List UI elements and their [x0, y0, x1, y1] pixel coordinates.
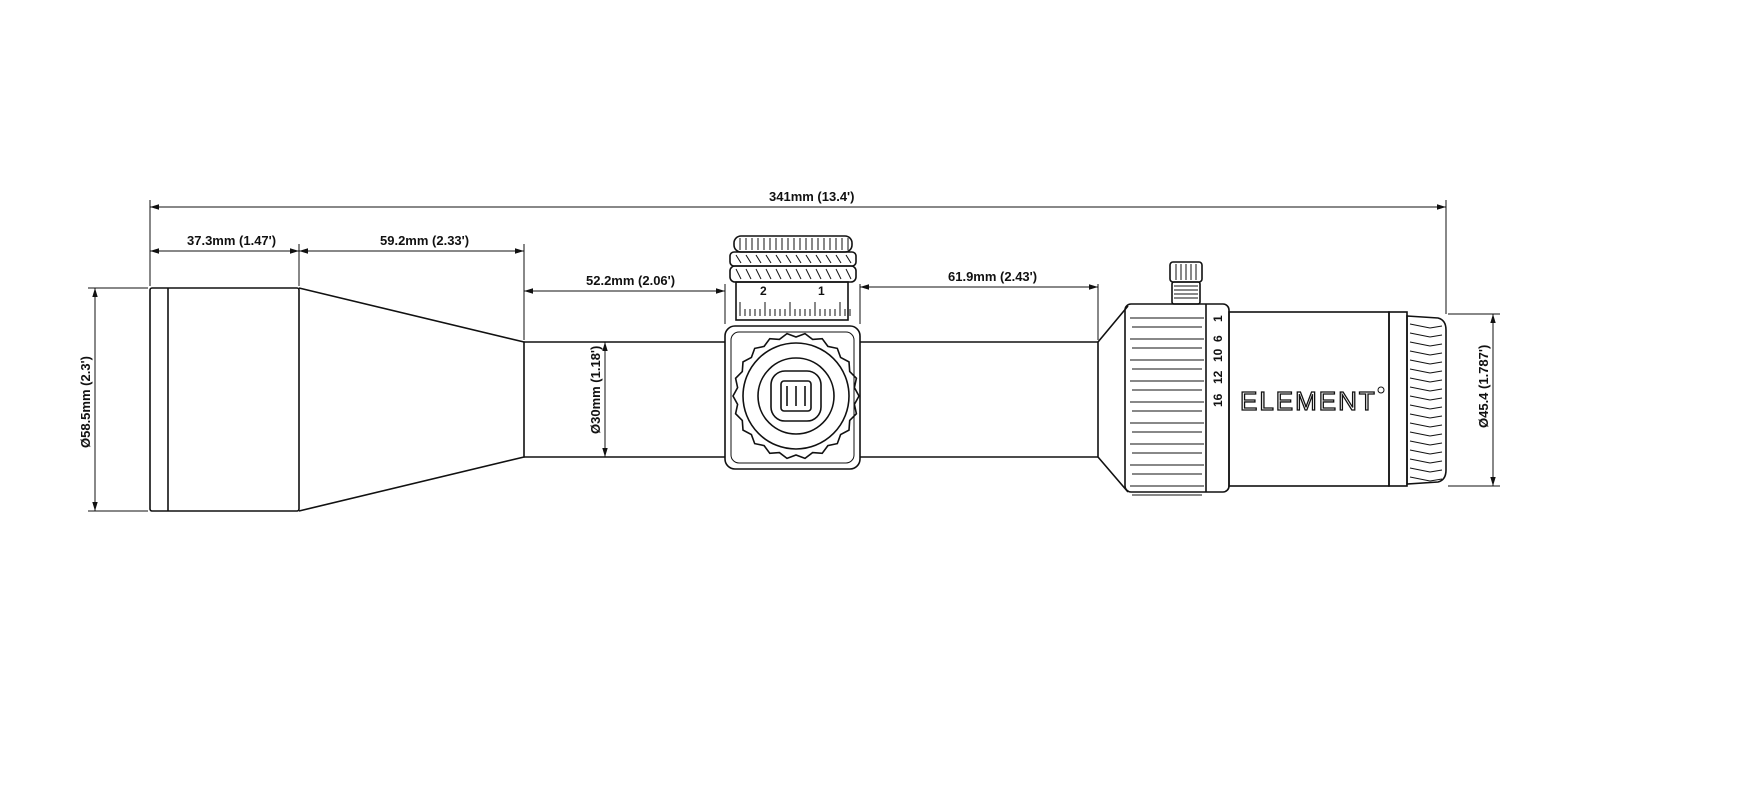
diopter-ring[interactable] — [1406, 315, 1447, 485]
side-focus-knob[interactable] — [732, 332, 860, 460]
diopter-rib — [1409, 368, 1431, 374]
eyepiece-taper — [1097, 305, 1129, 493]
diopter-rib — [1429, 343, 1443, 347]
turret-scale-label-2: 2 — [760, 284, 767, 298]
diopter-rib — [1409, 449, 1431, 455]
turret-knurl-rib — [835, 254, 842, 264]
elevation-turret[interactable]: 2 1 — [729, 235, 857, 321]
tube-diameter-label: Ø30mm (1.18') — [588, 346, 603, 434]
diopter-rib — [1409, 431, 1431, 437]
dimension-lines — [88, 200, 1500, 512]
turret-knurl-rib — [775, 268, 782, 280]
overall-length-label: 341mm (13.4') — [769, 189, 854, 204]
svg-text:12: 12 — [1211, 370, 1225, 384]
brand-logo: ELEMENT — [1240, 386, 1377, 416]
diopter-rib — [1409, 395, 1431, 401]
diopter-rib — [1429, 379, 1443, 383]
diopter-rib — [1429, 451, 1443, 455]
turret-knurl-rib — [765, 254, 772, 264]
turret-knurl-rib — [805, 254, 812, 264]
diopter-rib — [1429, 460, 1443, 464]
diopter-rib — [1429, 469, 1443, 473]
turret-knurl-rib — [825, 254, 832, 264]
objective-diameter-label: Ø58.5mm (2.3') — [78, 356, 93, 448]
turret-scale-label-1: 1 — [818, 284, 825, 298]
diopter-rib — [1409, 413, 1431, 419]
diopter-rib — [1429, 352, 1443, 356]
diopter-rib — [1429, 406, 1443, 410]
diopter-rib — [1429, 388, 1443, 392]
turret-knurl-rib — [845, 268, 852, 280]
diopter-rib — [1409, 341, 1431, 347]
turret-knurl-rib — [775, 254, 782, 264]
diopter-rib — [1429, 334, 1443, 338]
svg-text:1: 1 — [1211, 315, 1225, 322]
turret-knurl-rib — [735, 254, 742, 264]
eyepiece-diameter-label: Ø45.4 (1.787') — [1476, 345, 1491, 428]
rear-tube-length-label: 61.9mm (2.43') — [948, 269, 1037, 284]
diopter-rib — [1429, 325, 1443, 329]
diopter-rib — [1429, 424, 1443, 428]
objective-bell-length-label: 37.3mm (1.47') — [187, 233, 276, 248]
diopter-rib — [1429, 415, 1443, 419]
diopter-rib — [1409, 440, 1431, 446]
diopter-rib — [1429, 370, 1443, 374]
diopter-rib — [1409, 377, 1431, 383]
throw-lever[interactable] — [1169, 261, 1203, 305]
m-logo — [780, 380, 812, 412]
diopter-rib — [1409, 422, 1431, 428]
turret-knurl-rib — [785, 268, 792, 280]
diopter-rib — [1429, 397, 1443, 401]
turret-knurl-rib — [745, 268, 752, 280]
turret-knurl-rib — [845, 254, 852, 264]
diopter-rib — [1429, 442, 1443, 446]
diopter-rib — [1409, 467, 1431, 473]
turret-knurl-rib — [815, 254, 822, 264]
diopter-rib — [1409, 332, 1431, 338]
diopter-rib — [1409, 323, 1431, 329]
objective-bell — [149, 287, 300, 512]
objective-taper — [298, 287, 525, 512]
diopter-rib — [1409, 359, 1431, 365]
turret-knurl-rib — [805, 268, 812, 280]
turret-knurl-rib — [745, 254, 752, 264]
svg-text:16: 16 — [1211, 393, 1225, 407]
turret-knurl-rib — [735, 268, 742, 280]
svg-text:6: 6 — [1211, 335, 1225, 342]
magnification-marks: 1 6 10 12 16 — [1211, 315, 1225, 407]
diopter-rib — [1429, 478, 1443, 482]
front-tube-length-label: 52.2mm (2.06') — [586, 273, 675, 288]
turret-knurl-rib — [785, 254, 792, 264]
turret-knurl-rib — [755, 268, 762, 280]
diopter-rib — [1409, 350, 1431, 356]
turret-saddle — [724, 325, 861, 470]
scope-body — [149, 261, 1447, 512]
turret-knurl-rib — [795, 254, 802, 264]
svg-text:10: 10 — [1211, 348, 1225, 362]
turret-knurl-rib — [815, 268, 822, 280]
rear-tube — [860, 341, 1098, 458]
diopter-rib — [1409, 458, 1431, 464]
turret-knurl-rib — [765, 268, 772, 280]
front-tube — [524, 341, 725, 458]
turret-knurl-rib — [835, 268, 842, 280]
diopter-rib — [1409, 404, 1431, 410]
objective-taper-length-label: 59.2mm (2.33') — [380, 233, 469, 248]
diopter-rib — [1409, 386, 1431, 392]
turret-knurl-rib — [755, 254, 762, 264]
diopter-rib — [1429, 433, 1443, 437]
diopter-rib — [1429, 361, 1443, 365]
diopter-rib — [1409, 476, 1431, 482]
turret-knurl-rib — [795, 268, 802, 280]
turret-knurl-rib — [825, 268, 832, 280]
